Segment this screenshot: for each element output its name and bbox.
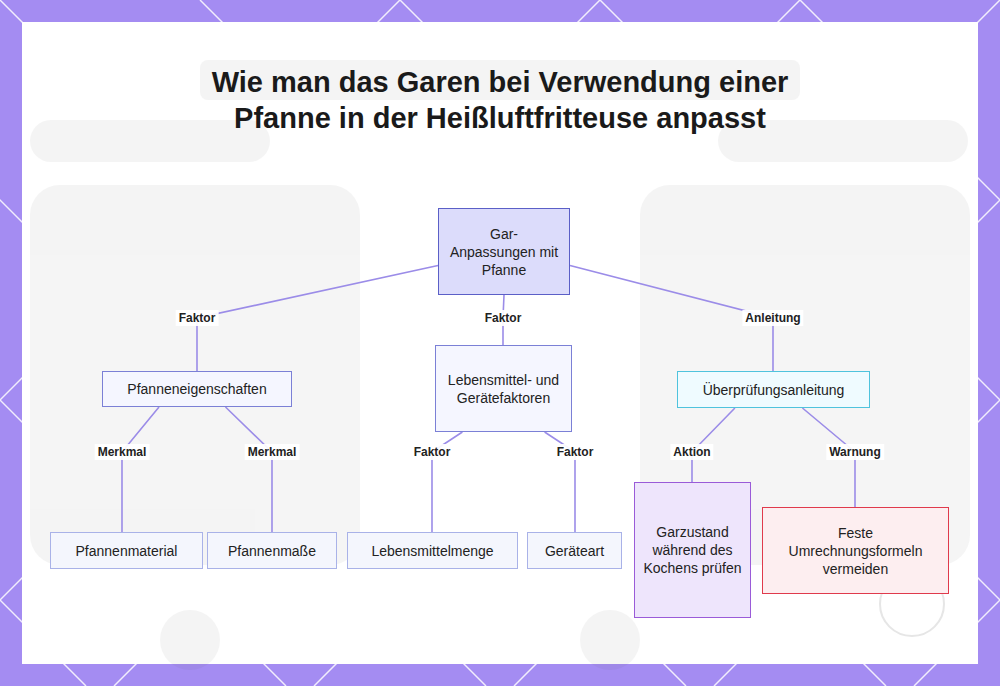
node-label: Geräteart [545,542,604,560]
factor-box: Lebensmittel- und Gerätefaktoren [435,345,572,432]
edge-label: Anleitung [742,310,803,326]
panel [22,22,978,664]
connector [122,407,159,532]
node-label: Pfannenmaße [228,542,316,560]
node-text-group: Geräteart [545,542,604,560]
connector [226,407,273,532]
node-label: Pfannenmaterial [76,542,178,560]
node-label: Überprüfungsanleitung [703,381,845,399]
diagram-title: Wie man das Garen bei Verwendung einer P… [210,64,790,136]
edge-label: Aktion [670,444,713,460]
node-label: Feste Umrechnungsformeln vermeiden [771,524,940,578]
node-text-group: Garzustand während des Kochens prüfen [643,523,742,577]
edge-label: Faktor [554,444,597,460]
node-text-group: Pfannenmaterial [76,542,178,560]
guide-box: Überprüfungsanleitung [677,371,870,408]
factor-box: Pfanneneigenschaften [102,371,292,407]
edge-label: Faktor [482,310,525,326]
node-text-group: Überprüfungsanleitung [703,381,845,399]
node-text-group: Lebensmittel- und Gerätefaktoren [444,371,563,407]
root-box: Gar- Anpassungen mit Pfanne [438,208,570,295]
connector [197,265,438,371]
node-label: Gar- Anpassungen mit Pfanne [447,225,561,279]
leaf-box: Geräteart [527,532,622,569]
warning-box: Feste Umrechnungsformeln vermeiden [762,507,949,594]
edge-label: Merkmal [95,444,150,460]
action-box: Garzustand während des Kochens prüfen [634,482,751,618]
node-text-group: Gar- Anpassungen mit Pfanne [447,225,561,279]
edge-label: Faktor [411,444,454,460]
leaf-box: Pfannenmaße [207,532,337,569]
node-label: Lebensmittel- und Gerätefaktoren [444,371,563,407]
node-label: Pfanneneigenschaften [127,380,266,398]
node-label: Garzustand während des Kochens prüfen [643,523,742,577]
leaf-box: Lebensmittelmenge [347,532,518,569]
edge-label: Faktor [176,310,219,326]
node-label: Lebensmittelmenge [371,542,493,560]
faded-backdrop [30,60,970,670]
node-text-group: Pfannenmaße [228,542,316,560]
node-text-group: Pfanneneigenschaften [127,380,266,398]
node-text-group: Feste Umrechnungsformeln vermeiden [771,524,940,578]
edge-label: Warnung [826,444,884,460]
edge-label: Merkmal [245,444,300,460]
node-text-group: Lebensmittelmenge [371,542,493,560]
leaf-box: Pfannenmaterial [50,532,203,569]
